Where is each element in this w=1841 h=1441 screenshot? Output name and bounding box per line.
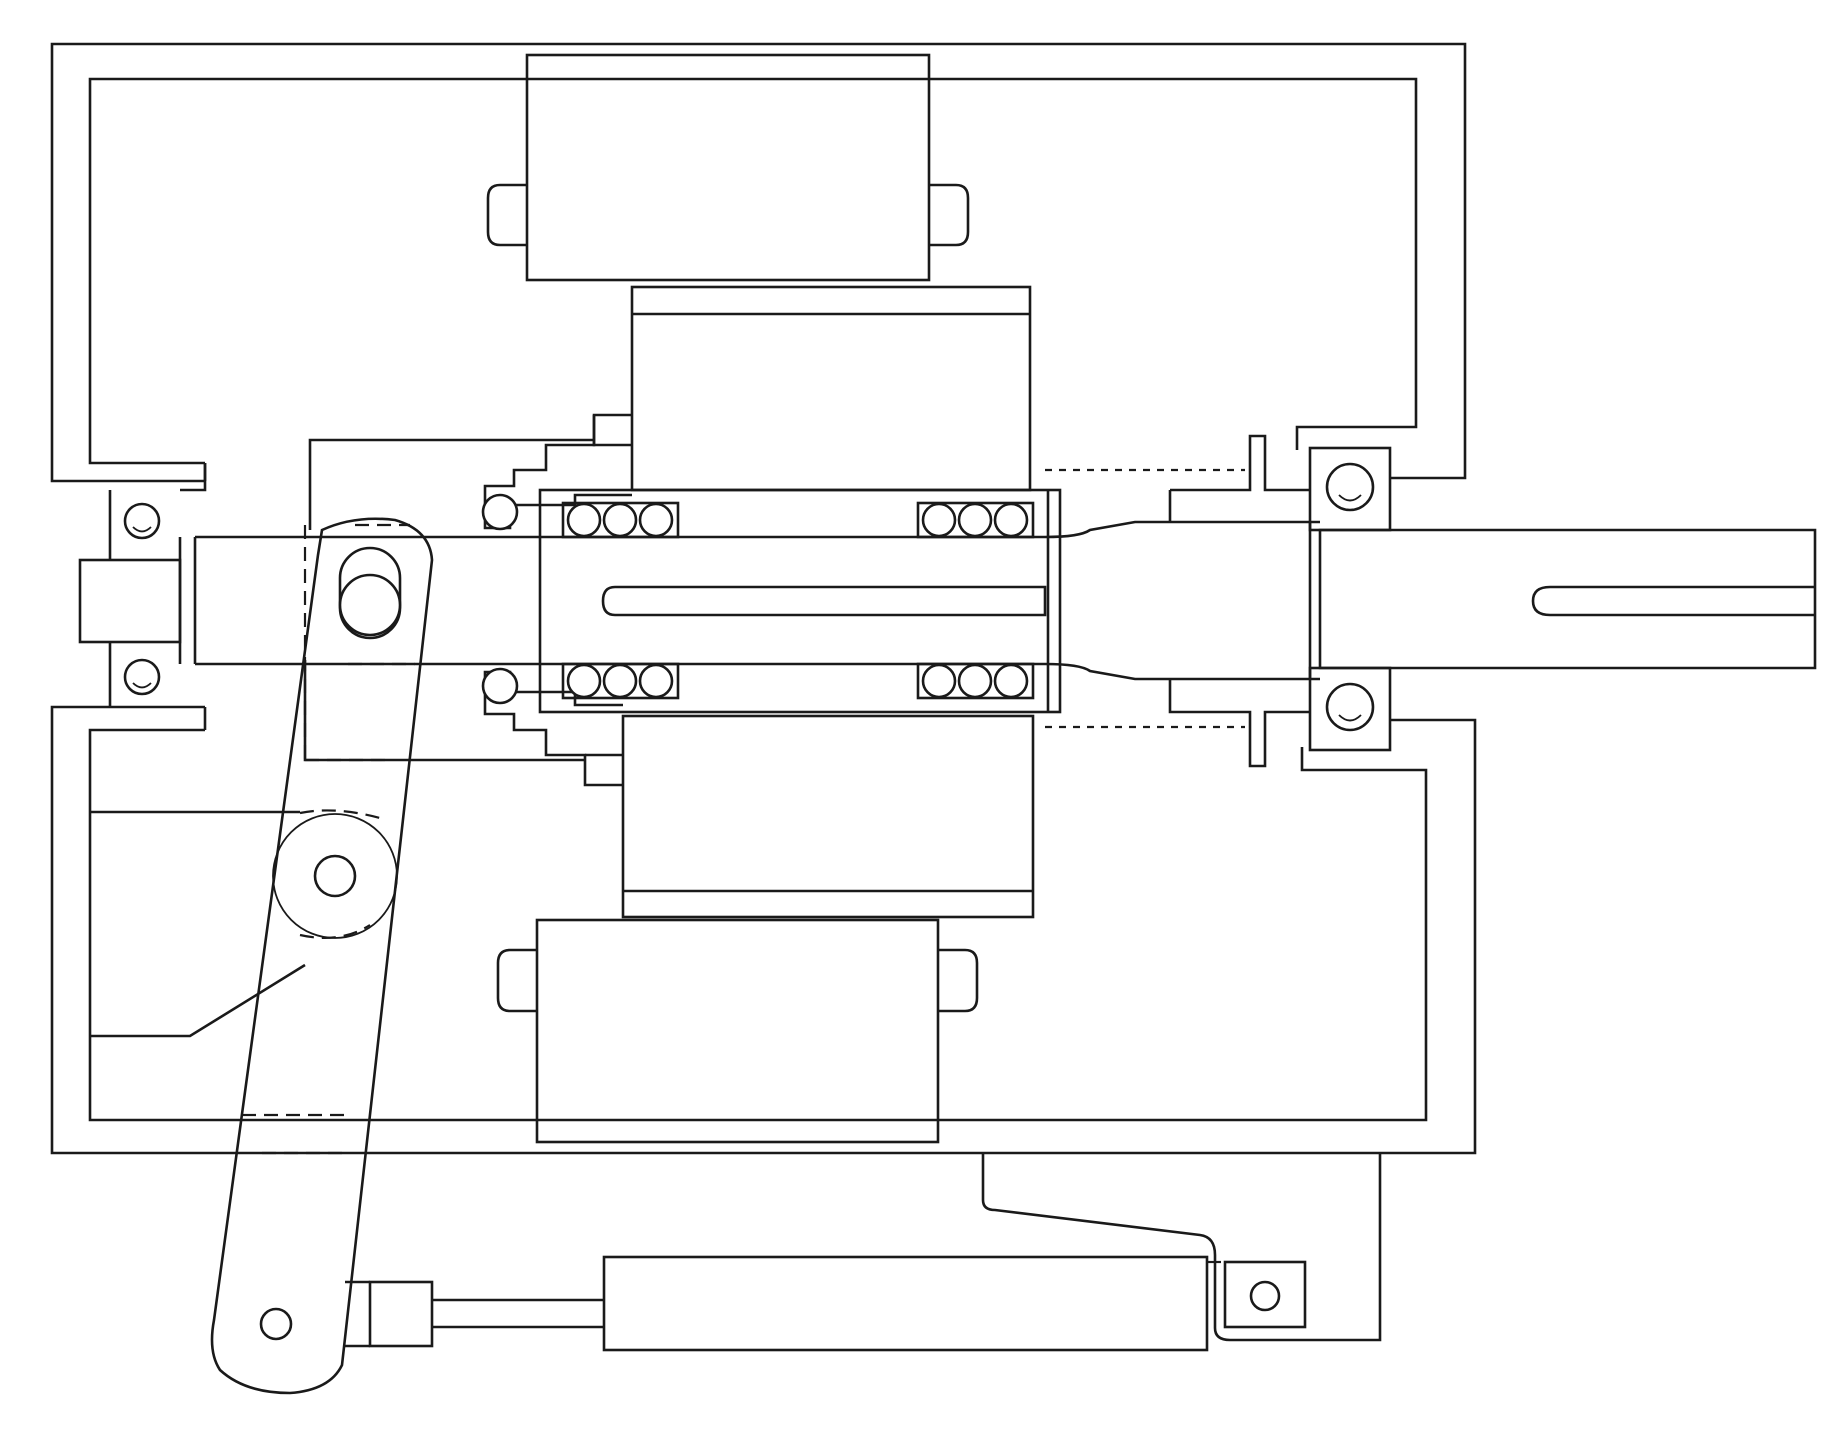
ball-bearing bbox=[921, 663, 957, 699]
ball-bearing bbox=[993, 502, 1029, 538]
ball-bearing bbox=[566, 502, 602, 538]
left-end-cap bbox=[78, 463, 207, 707]
bearing-left-bottom bbox=[123, 658, 161, 696]
outer-housing bbox=[50, 42, 1477, 1155]
ball-bearing bbox=[921, 502, 957, 538]
ball-bearing bbox=[602, 502, 638, 538]
bottom-magnet bbox=[496, 918, 979, 1144]
shaft-bearings bbox=[123, 446, 1392, 752]
ball-bearing bbox=[566, 663, 602, 699]
ball-bearing bbox=[993, 663, 1029, 699]
ball-bearing bbox=[957, 502, 993, 538]
bearing-hub-bottom bbox=[481, 667, 519, 705]
ball-bearing bbox=[638, 663, 674, 699]
ball-bearing bbox=[638, 502, 674, 538]
linear-actuator bbox=[345, 1255, 1209, 1352]
upper-coil bbox=[308, 285, 1032, 530]
main-shaft bbox=[193, 434, 1817, 768]
linkage-lever bbox=[210, 517, 434, 1395]
inner-bracket bbox=[90, 810, 306, 1038]
sleeve-ball-bearings bbox=[561, 501, 1035, 700]
bearing-right-bottom bbox=[1308, 666, 1392, 752]
top-magnet bbox=[486, 53, 970, 282]
actuator-bracket bbox=[981, 1153, 1382, 1342]
bearing-left-top bbox=[123, 502, 161, 540]
ball-bearing bbox=[602, 663, 638, 699]
bearing-hub-top bbox=[481, 493, 519, 531]
bearing-right-top bbox=[1308, 446, 1392, 532]
ball-bearing bbox=[957, 663, 993, 699]
